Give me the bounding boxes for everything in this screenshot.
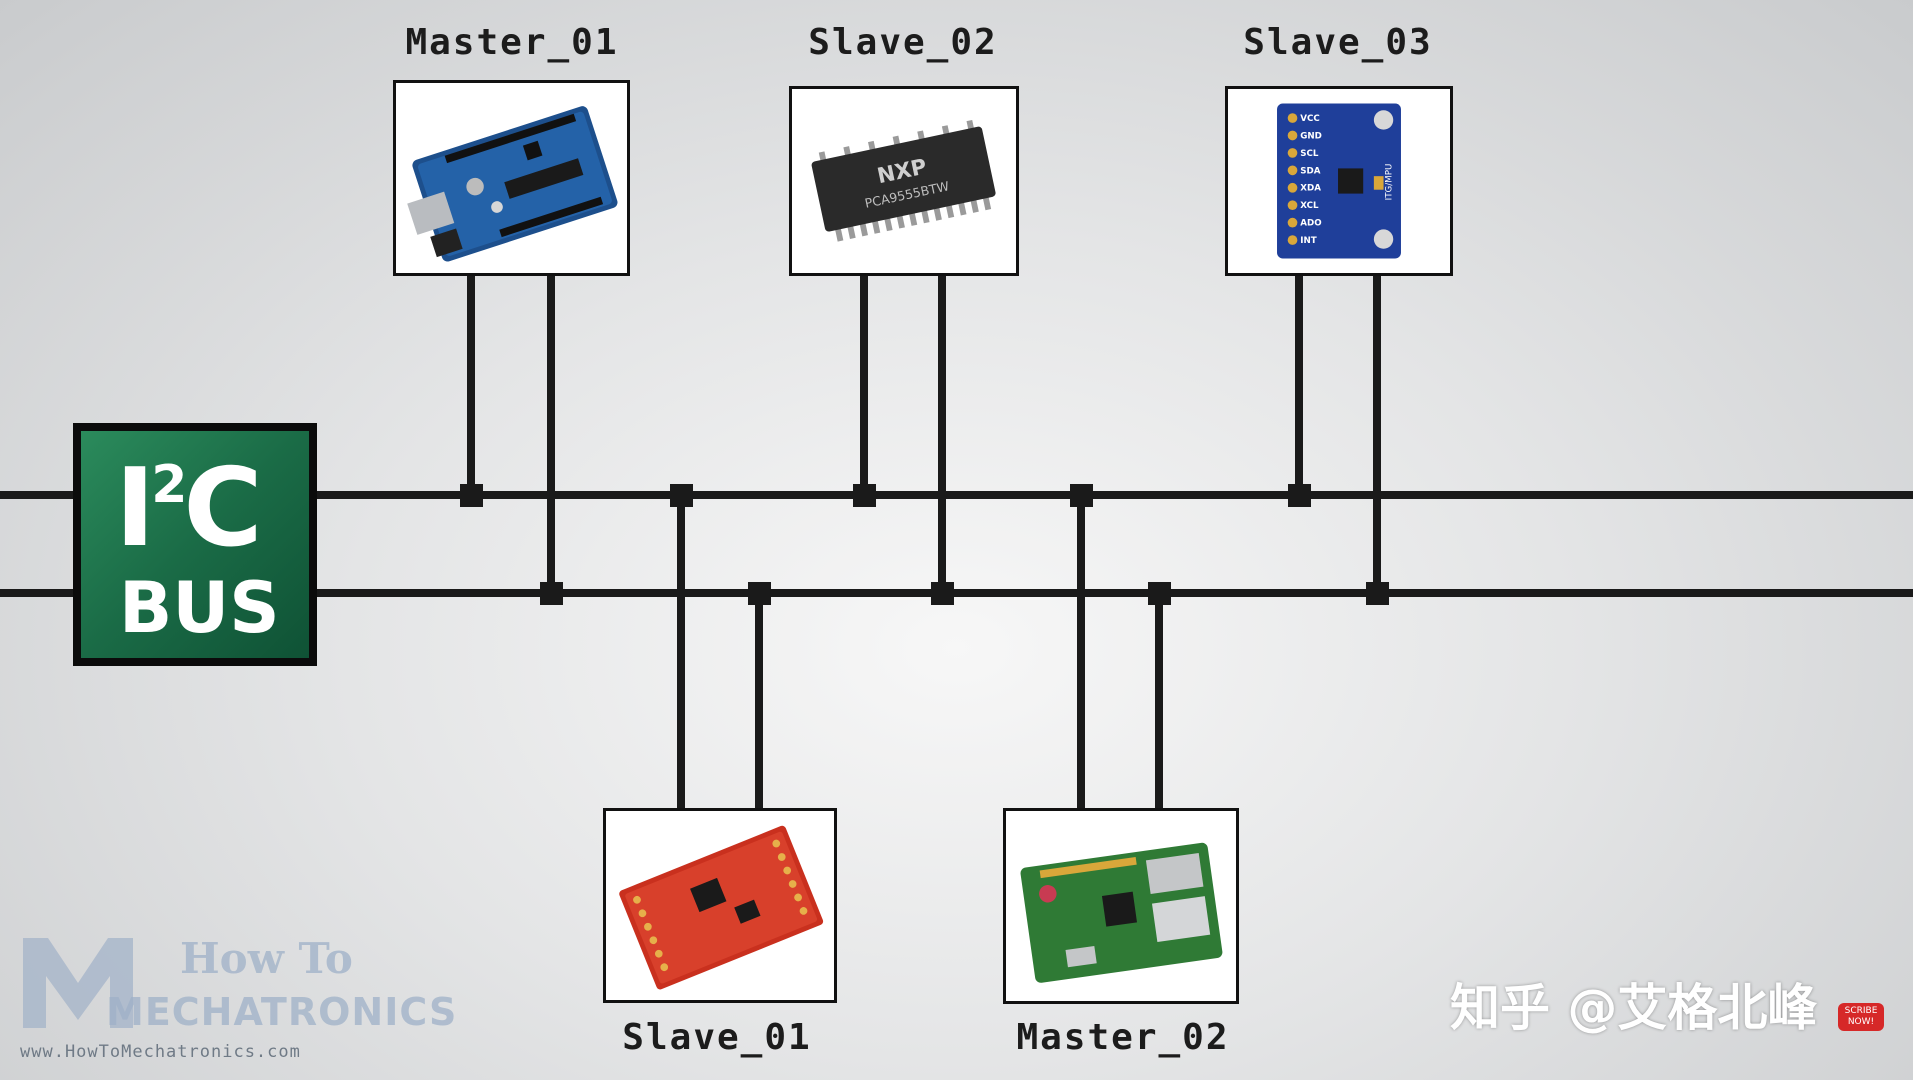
- pin-xda: XDA: [1300, 184, 1321, 194]
- slave01-box: [603, 808, 837, 1003]
- master01-label: Master_01: [405, 22, 619, 63]
- junction: [748, 582, 771, 605]
- slave01-label: Slave_01: [622, 1017, 812, 1058]
- pin-sda: SDA: [1300, 166, 1320, 176]
- pin-xcl: XCL: [1300, 201, 1319, 211]
- master02-label: Master_02: [1016, 1017, 1230, 1058]
- nxp-chip-icon: NXP PCA9555BTW: [811, 119, 996, 242]
- pin-ado: ADO: [1300, 219, 1321, 229]
- junction: [540, 582, 563, 605]
- subscribe-badge[interactable]: SCRIBE NOW!: [1838, 1003, 1884, 1031]
- junction: [670, 484, 693, 507]
- pin-gnd: GND: [1300, 131, 1322, 141]
- logo-how-text: How To: [180, 934, 353, 983]
- pin-scl: SCL: [1300, 149, 1319, 159]
- logo-mech-text: MECHATRONICS: [106, 990, 458, 1034]
- connector-wires: [467, 275, 1381, 810]
- master01-box: [393, 80, 630, 276]
- i2c-bus-block: I2C BUS: [73, 423, 317, 666]
- breakout-board-icon: [619, 825, 824, 990]
- slave03-box: VCC GND SCL SDA XDA XCL ADO INT ITG/MPU: [1225, 86, 1453, 276]
- junction-dots: [460, 484, 1389, 605]
- pin-int: INT: [1300, 236, 1317, 246]
- sensor-text: ITG/MPU: [1384, 164, 1394, 201]
- i2c-title: I2C: [115, 455, 263, 563]
- arduino-board-icon: [407, 106, 618, 262]
- raspberry-pi-icon: [1020, 842, 1223, 983]
- slave02-box: NXP PCA9555BTW: [789, 86, 1019, 276]
- pin-vcc: VCC: [1300, 114, 1320, 124]
- zhihu-watermark: 知乎 @艾格北峰: [1450, 979, 1818, 1037]
- bus-lines: [0, 491, 1913, 597]
- i2c-letter: I: [115, 446, 155, 571]
- junction: [853, 484, 876, 507]
- junction: [1070, 484, 1093, 507]
- slave03-label: Slave_03: [1243, 22, 1433, 63]
- i2c-letter-c: C: [183, 446, 262, 571]
- howtomechatronics-logo: How To MECHATRONICS www.HowToMechatronic…: [18, 928, 456, 1068]
- master02-box: [1003, 808, 1239, 1004]
- bus-title: BUS: [119, 567, 280, 649]
- junction: [931, 582, 954, 605]
- mpu-sensor-icon: VCC GND SCL SDA XDA XCL ADO INT ITG/MPU: [1277, 103, 1401, 259]
- i2c-superscript: 2: [151, 455, 187, 515]
- slave02-label: Slave_02: [808, 22, 998, 63]
- junction: [1366, 582, 1389, 605]
- junction: [1148, 582, 1171, 605]
- junction: [460, 484, 483, 507]
- logo-url-text: www.HowToMechatronics.com: [20, 1042, 301, 1062]
- i2c-bus-badge: I2C BUS: [81, 431, 309, 658]
- junction: [1288, 484, 1311, 507]
- logo-m-icon: [23, 938, 133, 1028]
